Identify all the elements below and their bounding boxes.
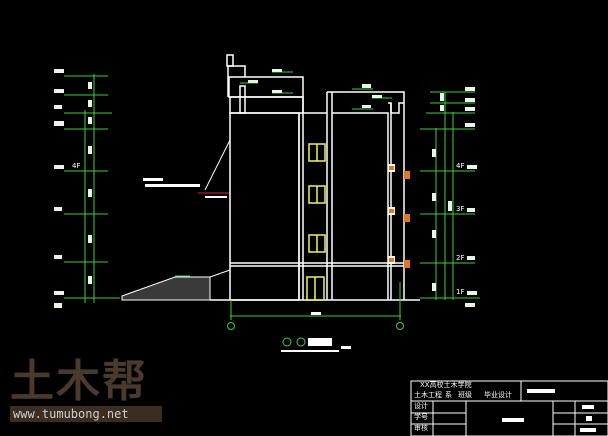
title-block <box>410 380 608 436</box>
bottom-dimension <box>227 300 404 330</box>
title-block-student-id-label: 学号 <box>414 413 428 421</box>
watermark: 土木帮 www.tumubong.net <box>10 360 162 422</box>
right-floor-label-4f: 4F <box>456 162 465 170</box>
left-level-marks <box>64 74 120 303</box>
title-block-dept-suffix: 系 <box>445 391 452 399</box>
title-block-dept: 土木工程 <box>414 391 442 399</box>
title-block-school: XX高校土木学院 <box>420 381 472 389</box>
left-level-labels <box>54 69 92 308</box>
right-floor-label-1f: 1F <box>456 288 465 296</box>
title-block-class: 班级 <box>458 391 472 399</box>
annotation-leader <box>143 139 231 198</box>
windows <box>306 143 326 301</box>
roof-level-labels <box>248 69 382 108</box>
drawing-title-mark <box>281 337 351 352</box>
title-block-thesis: 毕业设计 <box>484 391 512 399</box>
right-level-labels <box>432 87 477 307</box>
right-floor-label-2f: 2F <box>456 254 465 262</box>
watermark-logo: 土木帮 <box>10 356 148 407</box>
watermark-url: www.tumubong.net <box>10 406 162 422</box>
building-outline <box>210 54 420 301</box>
title-block-reviewer-label: 审核 <box>414 424 428 432</box>
title-block-designer-label: 设计 <box>414 402 428 410</box>
ramp <box>121 269 231 301</box>
orange-fixtures <box>388 164 410 268</box>
right-floor-label-3f: 3F <box>456 205 465 213</box>
title-block-illegible-text <box>502 389 596 432</box>
left-floor-label: 4F <box>72 162 81 170</box>
